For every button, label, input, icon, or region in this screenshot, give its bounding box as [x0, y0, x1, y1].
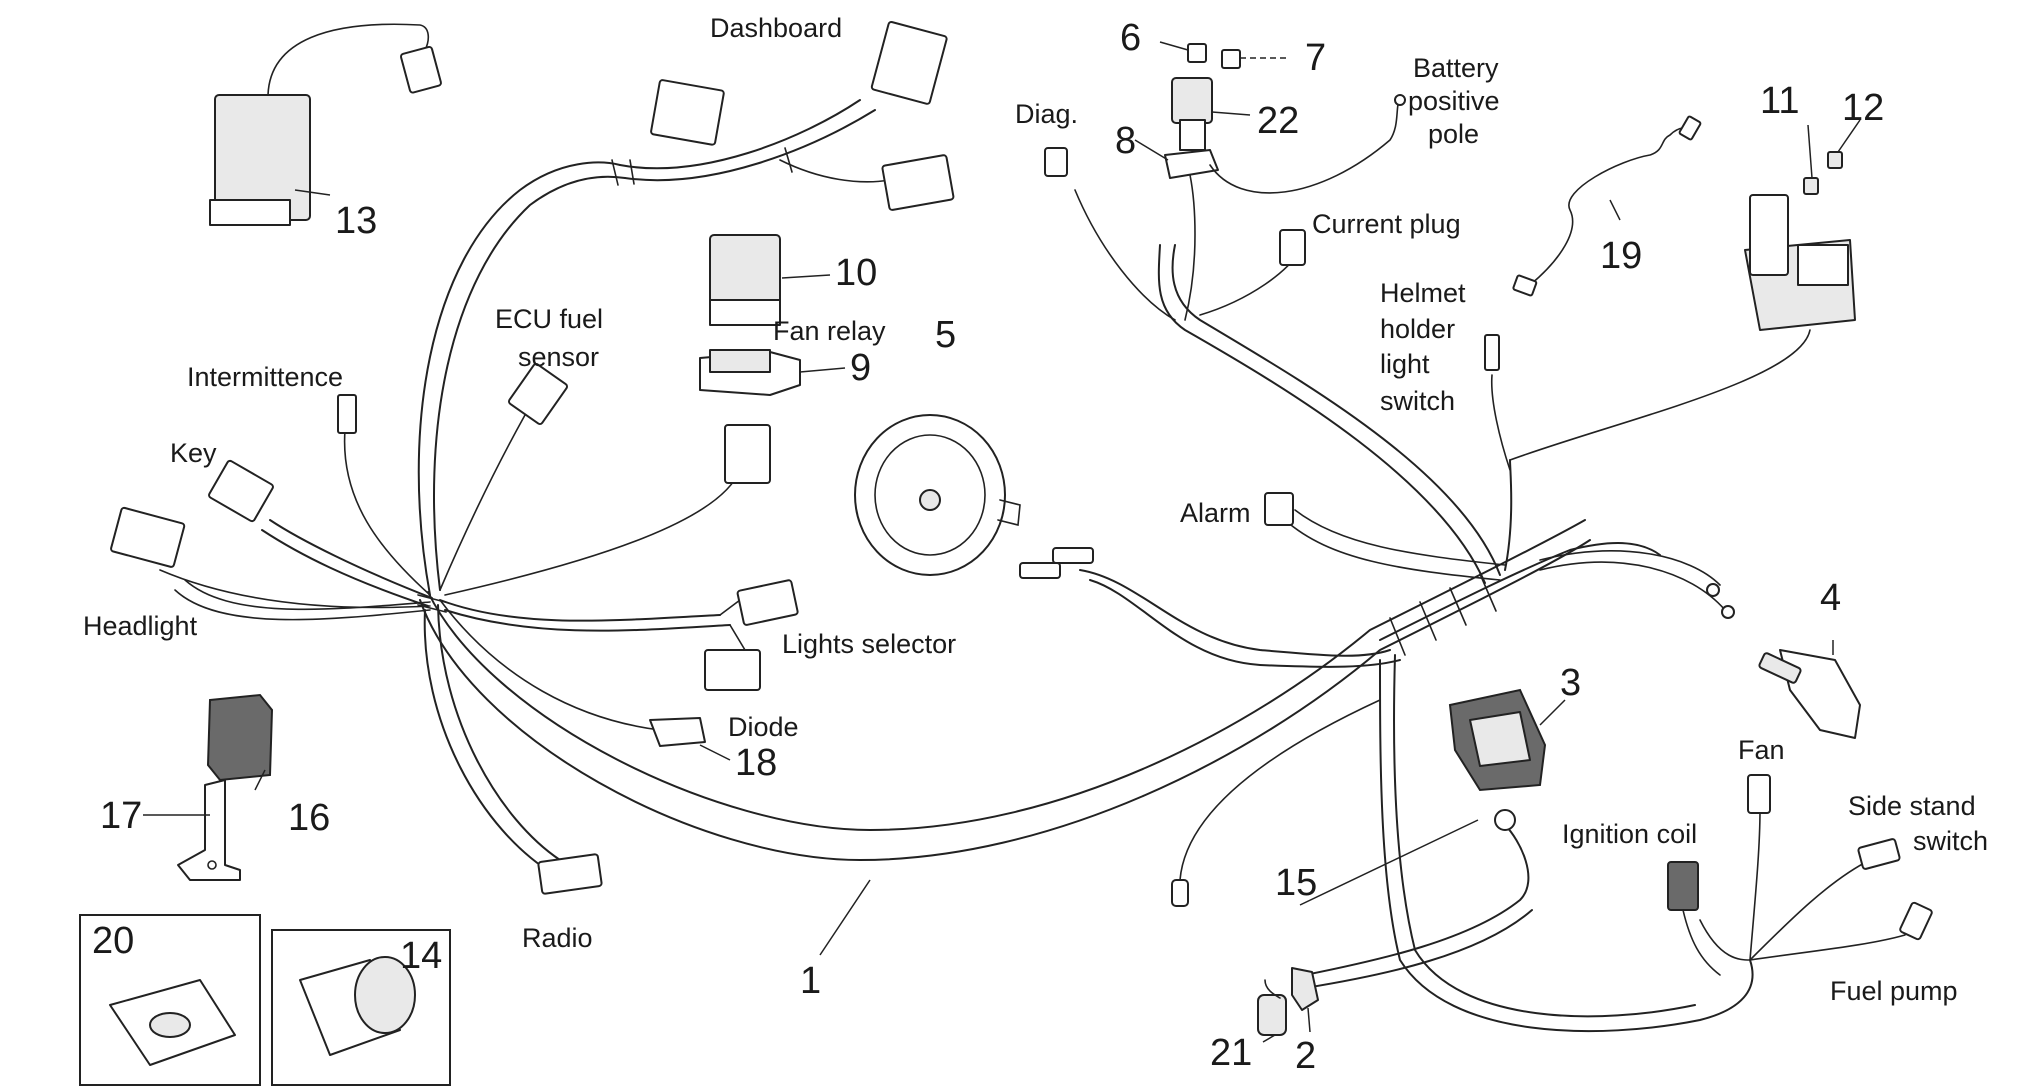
dashboard-connector: [650, 21, 955, 211]
fuse-6: [1187, 43, 1207, 63]
ecu-fuel-sensor-connector: [508, 363, 568, 425]
diode-18: [649, 717, 706, 747]
leader-lines: [143, 41, 1861, 1043]
callout-21: 21: [1210, 1032, 1252, 1074]
callout-4: 4: [1820, 577, 1841, 619]
label-radio: Radio: [522, 923, 593, 953]
label-intermittence: Intermittence: [187, 362, 343, 392]
sensor-tip: [1171, 879, 1189, 907]
label-ignition-coil: Ignition coil: [1562, 819, 1697, 849]
helmet-switch-connector: [1484, 334, 1500, 371]
main-harness: [159, 99, 1906, 1033]
label-helmet-2: holder: [1380, 314, 1455, 344]
current-plug-connector: [1279, 229, 1306, 266]
spark-plug-cap-2: [1291, 967, 1319, 1011]
label-lights-selector: Lights selector: [782, 629, 956, 659]
label-helmet-3: light: [1380, 349, 1430, 379]
callout-7: 7: [1305, 37, 1326, 79]
fuse-12: [1827, 151, 1843, 169]
intermittence-connector: [337, 394, 357, 434]
callout-14: 14: [400, 935, 442, 977]
label-dashboard: Dashboard: [710, 13, 842, 43]
label-fan-relay: Fan relay: [773, 316, 886, 346]
horn-5: [854, 414, 1021, 576]
label-fan: Fan: [1738, 735, 1785, 765]
callout-numbers: 13 10 9 5 6 7 22 8 11 12 19 4 3 16 17 18…: [92, 17, 1884, 1077]
label-battery-2: positive: [1408, 86, 1500, 116]
lights-selector-connector: [704, 579, 799, 691]
side-stand-connector: [1857, 838, 1901, 870]
switch-4: [1758, 649, 1861, 739]
label-diag: Diag.: [1015, 99, 1078, 129]
label-diode: Diode: [728, 712, 799, 742]
callout-6: 6: [1120, 17, 1141, 59]
spark-plug-21: [1257, 979, 1287, 1036]
callout-22: 22: [1257, 100, 1299, 142]
label-headlight: Headlight: [83, 611, 198, 641]
callout-1: 1: [800, 960, 821, 1002]
callout-3: 3: [1560, 662, 1581, 704]
label-side-stand-1: Side stand: [1848, 791, 1976, 821]
fuse-7: [1221, 49, 1241, 69]
fuse-box: [1744, 194, 1856, 331]
callout-10: 10: [835, 252, 877, 294]
callout-11: 11: [1760, 80, 1799, 122]
label-ecu-1: ECU fuel: [495, 304, 603, 334]
label-fuel-pump: Fuel pump: [1830, 976, 1958, 1006]
terminal-pair: [1706, 583, 1735, 619]
label-battery-1: Battery: [1413, 53, 1499, 83]
relay-10: [709, 234, 781, 326]
callout-5: 5: [935, 314, 956, 356]
callout-12: 12: [1842, 87, 1884, 129]
label-current-plug: Current plug: [1312, 209, 1461, 239]
callout-19: 19: [1600, 235, 1642, 277]
callout-17: 17: [100, 795, 142, 837]
callout-2: 2: [1295, 1035, 1316, 1077]
callout-9: 9: [850, 347, 871, 389]
bracket-17: [177, 779, 241, 881]
alarm-connector: [1264, 492, 1294, 526]
callout-15: 15: [1275, 862, 1317, 904]
label-side-stand-2: switch: [1913, 826, 1988, 856]
callout-16: 16: [288, 797, 330, 839]
spark-lead-15: [1304, 809, 1533, 989]
label-ecu-2: sensor: [518, 342, 599, 372]
fan-connector: [1747, 774, 1771, 814]
label-battery-3: pole: [1428, 119, 1479, 149]
key-connector: [208, 459, 274, 523]
callout-18: 18: [735, 742, 777, 784]
fuse-11: [1803, 177, 1819, 195]
diag-connector: [1044, 147, 1068, 177]
fan-relay-holder-9: [699, 349, 801, 484]
ecu-box-13: [209, 23, 442, 226]
inset-box-20: [79, 914, 261, 1086]
label-helmet-1: Helmet: [1380, 278, 1466, 308]
fuel-pump-connector: [1899, 901, 1933, 941]
headlight-connector: [110, 506, 186, 568]
label-key: Key: [170, 438, 217, 468]
horn-connector: [1019, 547, 1094, 579]
label-helmet-4: switch: [1380, 386, 1455, 416]
cable-19: [1512, 115, 1702, 297]
callout-13: 13: [335, 200, 377, 242]
radio-connector: [537, 853, 603, 895]
rubber-block-16: [206, 693, 274, 782]
callout-20: 20: [92, 920, 134, 962]
inset-box-14: [271, 929, 451, 1086]
callout-8: 8: [1115, 120, 1136, 162]
ignition-coil-connector: [1667, 861, 1721, 976]
label-alarm: Alarm: [1180, 498, 1251, 528]
fuse-holder-22: [1171, 77, 1213, 151]
sensor-3: [1448, 688, 1547, 792]
connector-8: [1164, 94, 1406, 194]
text-labels: Dashboard Diag. Battery positive pole Cu…: [83, 13, 1988, 1006]
